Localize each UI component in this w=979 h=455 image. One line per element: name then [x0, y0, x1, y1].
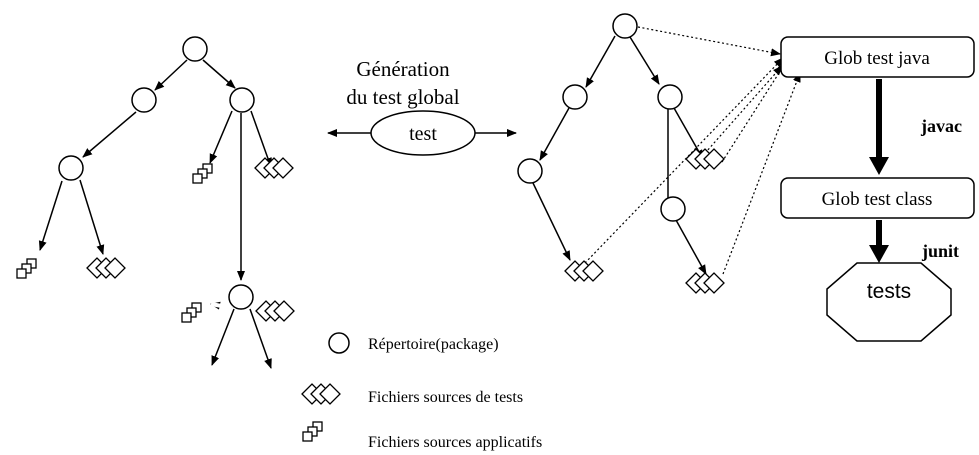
junit-arrow — [869, 220, 889, 263]
glob-test-java-label: Glob test java — [824, 48, 930, 69]
right-tree-dotted-links — [584, 26, 801, 275]
generation-label-line1: Génération — [356, 57, 450, 81]
glob-test-class-box — [780, 177, 975, 219]
circle-icon — [328, 332, 350, 354]
right-tree-nodes — [517, 13, 686, 222]
package-node — [131, 87, 157, 113]
right-tree — [532, 35, 707, 275]
test-node-label: test — [409, 123, 437, 145]
legend-app-sources-label: Fichiers sources applicatifs — [368, 434, 542, 451]
stacked-squares-icon — [181, 302, 202, 323]
tests-label: tests — [867, 280, 911, 303]
triple-diamond-icon — [685, 148, 725, 170]
triple-diamond-icon — [564, 260, 604, 282]
package-node — [228, 284, 254, 310]
package-node — [657, 84, 683, 110]
generation-label-line2: du test global — [346, 85, 459, 109]
package-node — [58, 155, 84, 181]
stacked-squares-icon — [192, 163, 213, 184]
legend-test-sources-label: Fichiers sources de tests — [368, 389, 523, 406]
package-node — [229, 87, 255, 113]
triple-diamond-icon — [254, 157, 294, 179]
javac-arrow — [869, 79, 889, 175]
legend-package-label: Répertoire(package) — [368, 336, 499, 353]
left-tree — [38, 59, 272, 315]
triple-diamond-icon — [685, 272, 725, 294]
package-node — [562, 84, 588, 110]
package-node — [660, 196, 686, 222]
triple-diamond-icon — [255, 300, 295, 322]
left-tree-nodes — [58, 36, 255, 310]
package-node — [612, 13, 638, 39]
stacked-squares-icon — [16, 258, 37, 279]
test-node — [370, 110, 476, 156]
package-node — [517, 158, 543, 184]
stacked-squares-icon — [302, 421, 323, 442]
javac-label: javac — [920, 116, 962, 136]
tests-hexagon — [826, 262, 952, 342]
junit-label: junit — [921, 241, 959, 261]
glob-test-java-box — [780, 36, 975, 78]
legend: Répertoire(package) Fichiers sources de … — [301, 332, 542, 451]
glob-test-class-label: Glob test class — [822, 189, 933, 210]
triple-diamond-icon — [301, 383, 341, 405]
package-node — [182, 36, 208, 62]
triple-diamond-icon — [86, 257, 126, 279]
